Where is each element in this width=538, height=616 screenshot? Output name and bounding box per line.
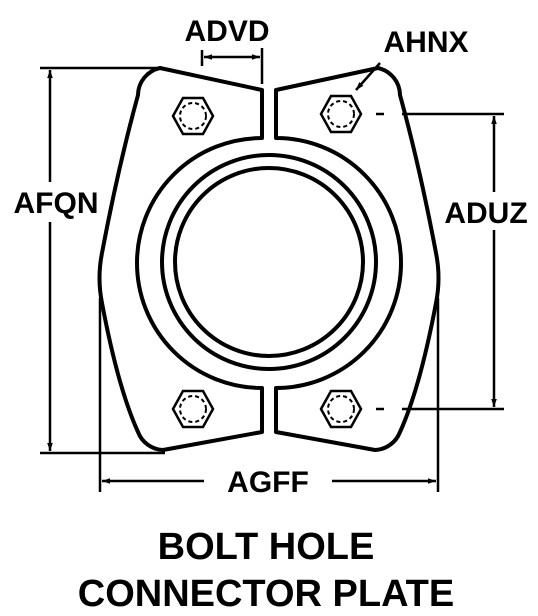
bolt-top-right (319, 94, 363, 134)
afqn-label: AFQN (14, 187, 99, 220)
bolt-centerline-marks (376, 112, 384, 411)
bore-inner-ring (173, 166, 365, 358)
caption-line-1: BOLT HOLE (158, 526, 375, 568)
aduz-label: ADUZ (444, 197, 527, 230)
agff-dimension (98, 298, 440, 492)
aduz-dimension (402, 112, 504, 411)
bolt-bottom-left (171, 389, 215, 429)
agff-label: AGFF (227, 466, 309, 499)
caption-line-2: CONNECTOR PLATE (78, 573, 455, 615)
advd-label: ADVD (184, 15, 269, 48)
bore-outer-ring (160, 153, 378, 371)
ahnx-leader (355, 62, 381, 91)
ahnx-label: AHNX (383, 26, 468, 59)
flange-left-half (97, 66, 264, 452)
bolt-top-left (171, 96, 215, 136)
afqn-dimension (40, 66, 165, 455)
flange-right-half (274, 66, 441, 452)
bolt-bottom-right (319, 389, 363, 429)
advd-dimension (200, 48, 264, 84)
